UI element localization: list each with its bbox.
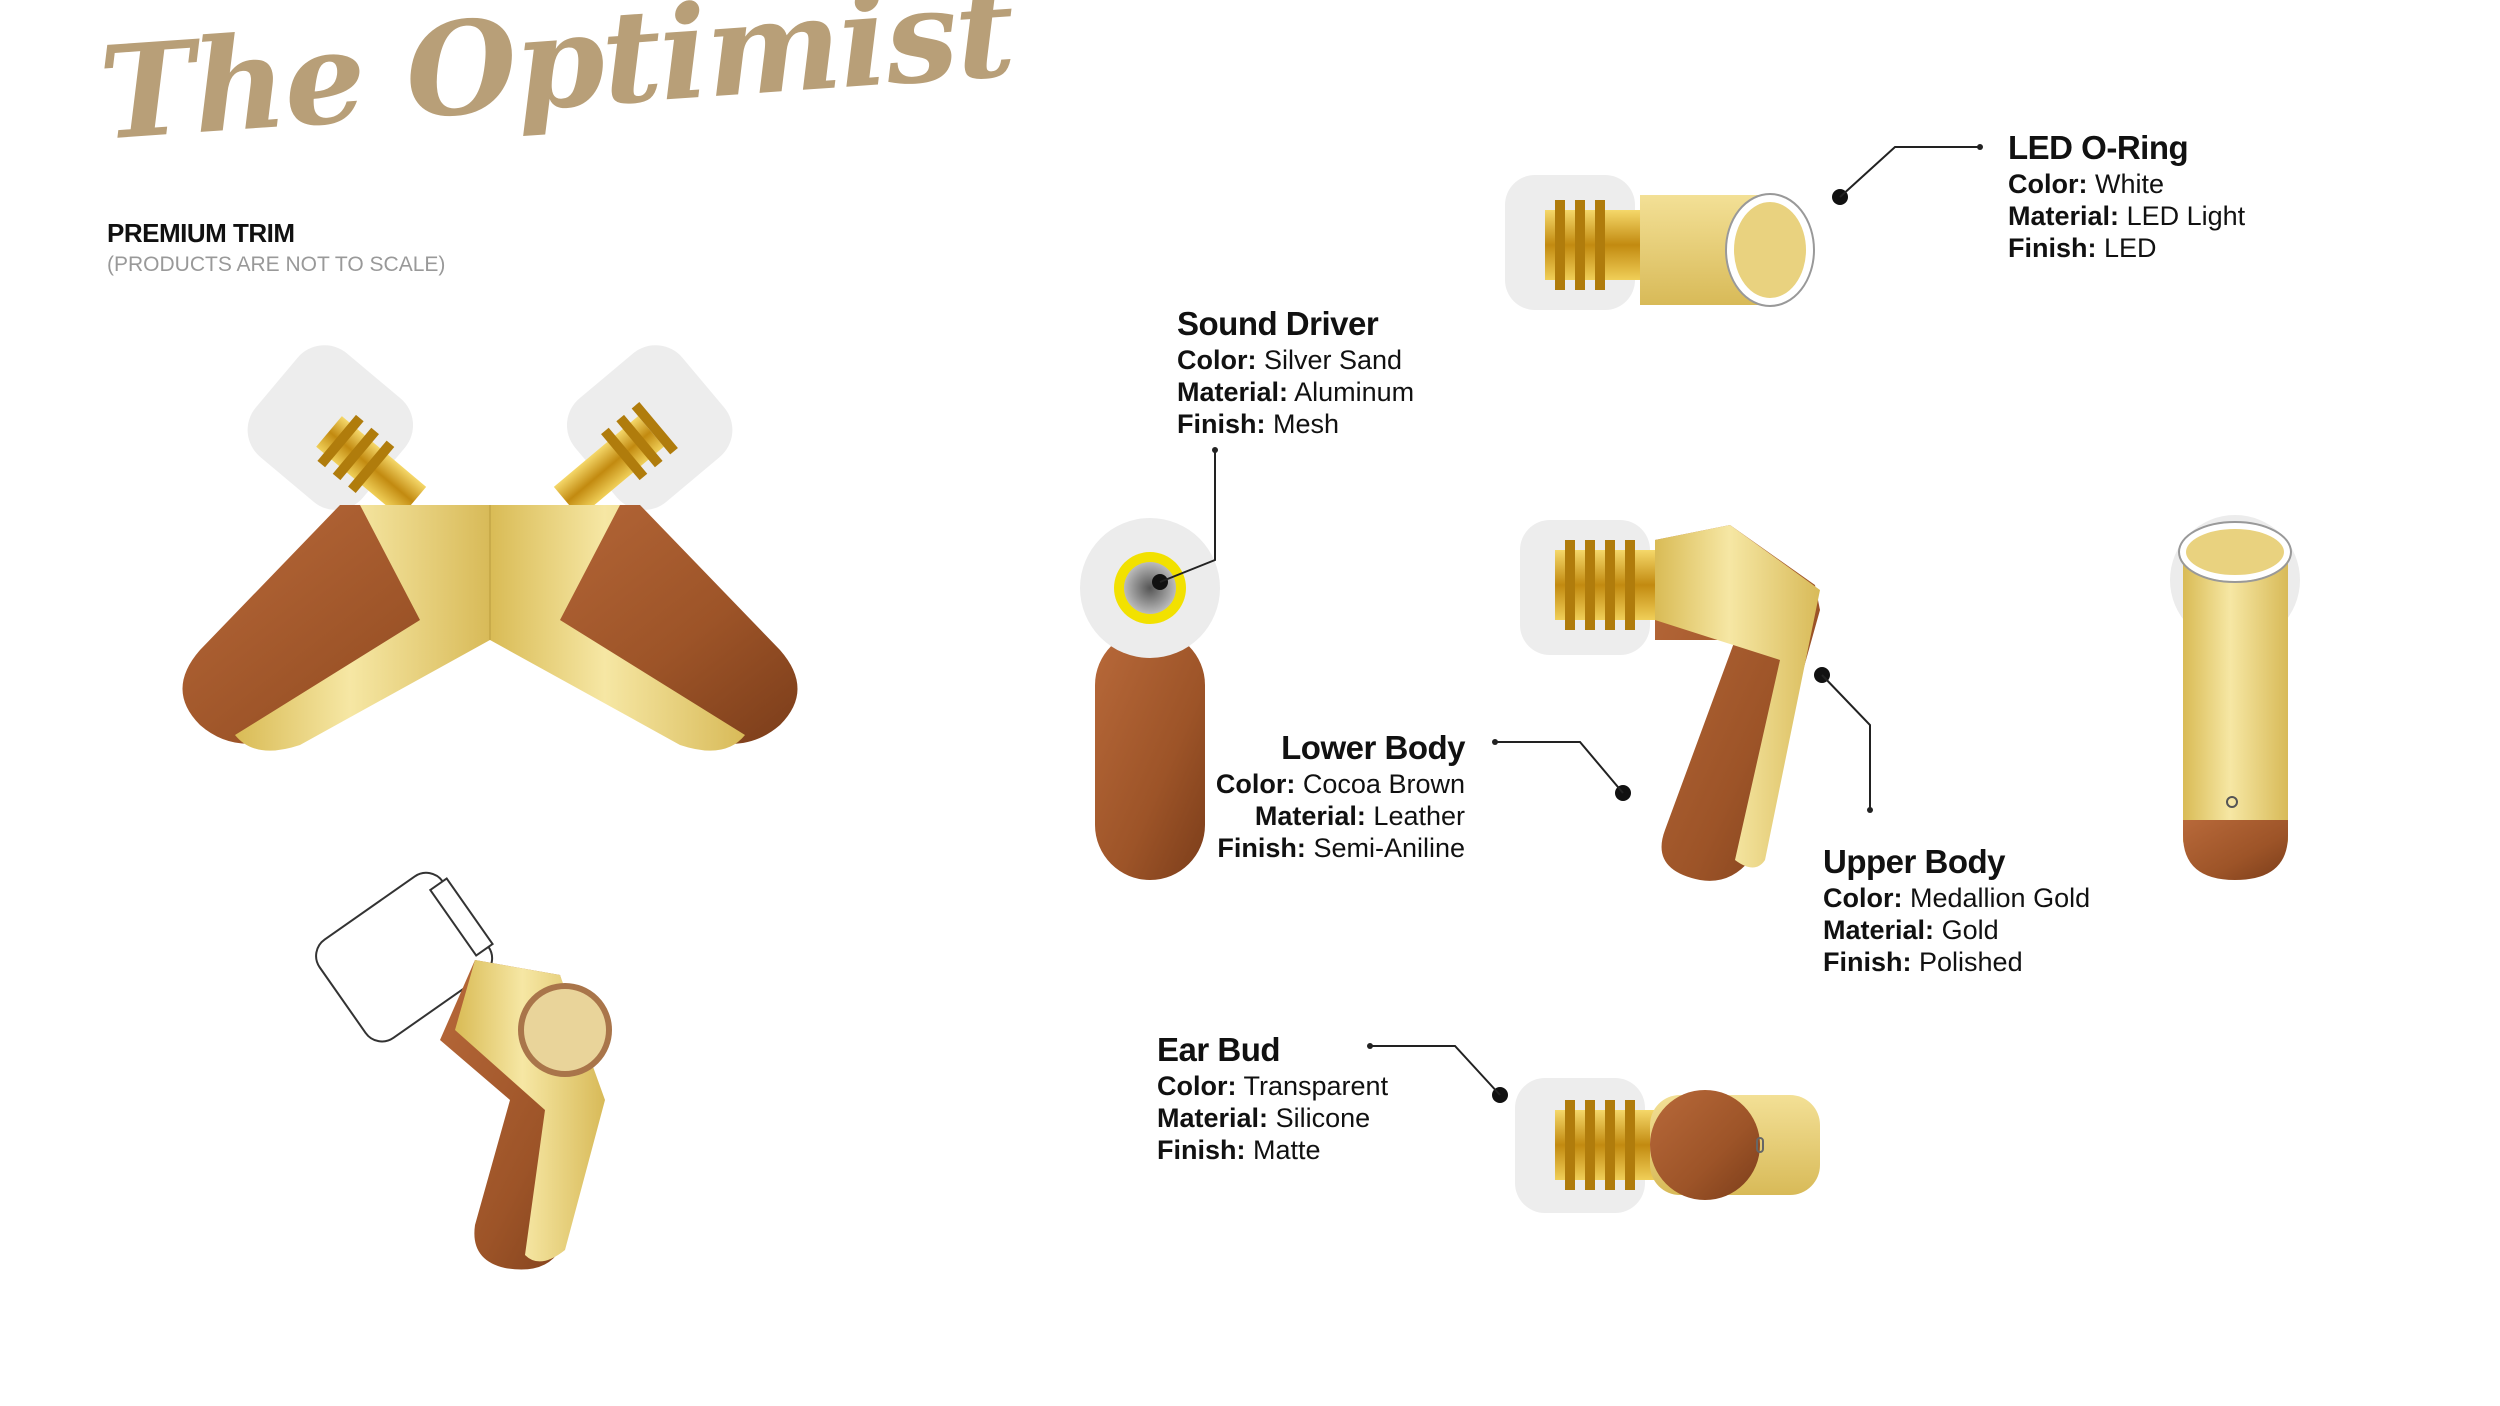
led-oring-material: LED Light	[2126, 201, 2246, 231]
ear-bud-title: Ear Bud	[1157, 1031, 1281, 1068]
earbud-pair-illustration	[182, 345, 798, 751]
earbud-angled-illustration	[315, 871, 612, 1270]
sound-driver-illustration	[1080, 447, 1220, 880]
led-oring-title: LED O-Ring	[2008, 129, 2189, 166]
upper-body-title: Upper Body	[1823, 843, 2006, 880]
lower-body-color: Cocoa Brown	[1302, 769, 1465, 799]
ear-bud-material: Silicone	[1275, 1103, 1371, 1133]
sound-driver-color: Silver Sand	[1264, 345, 1403, 375]
ear-bud-color: Transparent	[1243, 1071, 1389, 1101]
ear-bud-spec: Ear Bud Color: Transparent Material: Sil…	[1157, 1031, 1389, 1165]
upper-body-spec: Upper Body Color: Medallion Gold Materia…	[1823, 843, 2091, 977]
lower-body-material: Leather	[1373, 801, 1465, 831]
lower-body-spec: Lower Body Color: Cocoa Brown Material: …	[1180, 728, 1466, 864]
sound-driver-material: Aluminum	[1294, 377, 1415, 407]
upper-body-material: Gold	[1941, 915, 1999, 945]
lower-body-finish: Semi-Aniline	[1313, 833, 1465, 863]
scale-note: (PRODUCTS ARE NOT TO SCALE)	[107, 253, 446, 276]
led-oring-color: White	[2095, 169, 2165, 199]
sound-driver-title: Sound Driver	[1177, 305, 1379, 342]
trim-title: PREMIUM TRIM	[107, 218, 295, 248]
lower-body-title: Lower Body	[1281, 729, 1465, 766]
led-oring-illustration	[1505, 144, 1983, 310]
sound-driver-spec: Sound Driver Color: Silver Sand Material…	[1177, 305, 1415, 439]
upper-body-finish: Polished	[1919, 947, 2023, 977]
ear-bud-illustration	[1367, 1043, 1820, 1213]
upper-body-color: Medallion Gold	[1910, 883, 2091, 913]
front-view-illustration	[2170, 515, 2300, 880]
sound-driver-finish: Mesh	[1273, 409, 1340, 439]
led-oring-spec: LED O-Ring Color: White Material: LED Li…	[2008, 129, 2246, 263]
ear-bud-finish: Matte	[1253, 1135, 1321, 1165]
led-oring-finish: LED	[2104, 233, 2157, 263]
side-view-illustration	[1492, 520, 1873, 881]
